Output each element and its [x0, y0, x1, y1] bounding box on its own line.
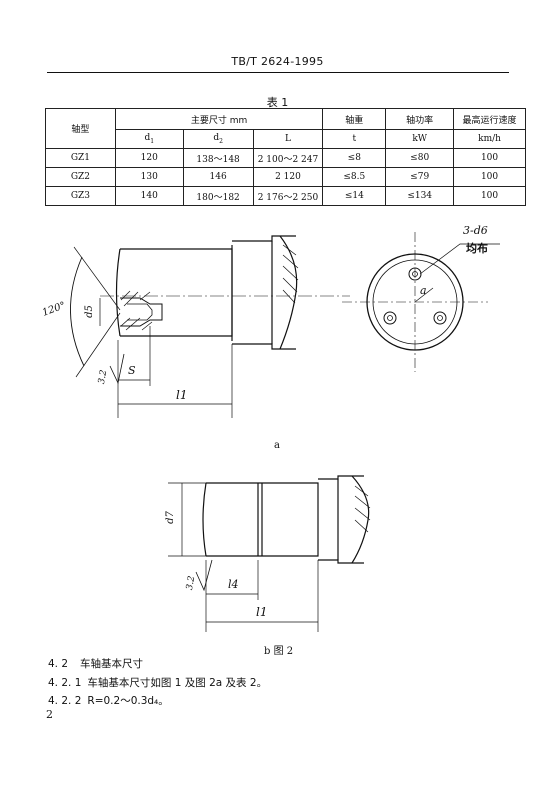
cell-d2: 180～182: [182, 186, 254, 206]
cell-t: ≤14: [322, 186, 387, 206]
standard-header: TB/T 2624-1995: [231, 55, 324, 68]
l4-label: l4: [228, 578, 239, 591]
l1-label-a: l1: [176, 388, 188, 402]
cell-L: 2 176～2 250: [252, 186, 324, 206]
cell-speed: 100: [453, 167, 526, 187]
d7-label: d7: [164, 511, 176, 524]
table-row: GZ3 140 180～182 2 176～2 250 ≤14 ≤134 100: [45, 186, 526, 206]
table-caption: 表 1: [266, 96, 289, 109]
figure-b-caption: b 图 2: [264, 646, 294, 657]
page-number: 2: [46, 708, 53, 721]
holes-note: 3-d6: [463, 224, 488, 237]
axle-spec-table: 轴型 主要尺寸 mm 轴重 轴功率 最高运行速度 d1 d2 L t kW km…: [45, 108, 526, 206]
s-label: S: [128, 364, 136, 377]
figure-a-caption: a: [274, 440, 280, 451]
radius-label: a: [420, 284, 427, 297]
cell-speed: 100: [453, 148, 526, 168]
cell-speed: 100: [453, 186, 526, 206]
l1-label-b: l1: [256, 605, 268, 619]
cell-d1: 140: [114, 186, 184, 206]
cell-t: ≤8: [322, 148, 387, 168]
table-row: GZ1 120 138～148 2 100～2 247 ≤8 ≤80 100: [45, 148, 526, 168]
cell-type: GZ3: [45, 186, 116, 206]
holes-note-2: 均布: [466, 242, 488, 255]
header-rule: [47, 72, 509, 73]
th-axle-type: 轴型: [45, 108, 116, 149]
